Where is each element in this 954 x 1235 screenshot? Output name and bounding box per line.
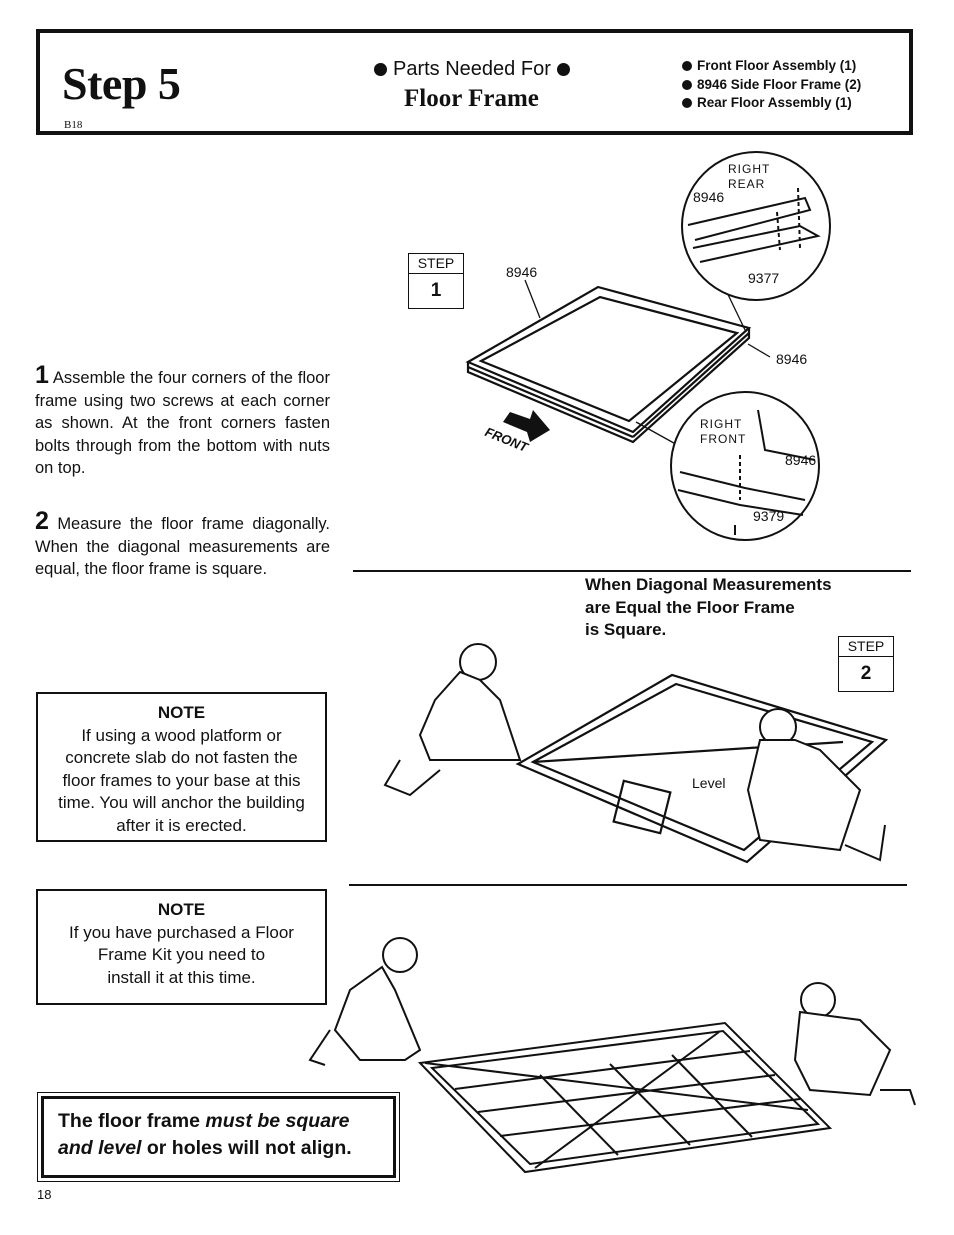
- bullet-icon: [556, 63, 570, 77]
- instruction-text: Measure the floor frame diagonally. When…: [35, 515, 330, 578]
- step-2-box: STEP 2: [838, 636, 894, 692]
- rear-detail-label-line2: REAR: [728, 177, 766, 191]
- step-1-box: STEP 1: [408, 253, 464, 309]
- note-line: If using a wood platform or: [81, 725, 282, 745]
- note-line: floor frames to your base at this: [62, 770, 301, 790]
- parts-list-item: Rear Floor Assembly (1): [682, 94, 861, 113]
- worker-left-illustration: [308, 937, 422, 1066]
- figure-2-caption: When Diagonal Measurements are Equal the…: [585, 575, 832, 639]
- note-line: time. You will anchor the building: [58, 793, 305, 812]
- front-detail-label-line1: RIGHT: [700, 417, 743, 431]
- step-title: Step 5: [62, 58, 181, 109]
- page-number: 18: [37, 1187, 52, 1202]
- bullet-icon: [682, 98, 692, 109]
- warning-text: The floor frame must be square and level…: [41, 1096, 396, 1178]
- front-corner-detail: [670, 391, 820, 541]
- parts-list-item: Front Floor Assembly (1): [682, 57, 861, 76]
- front-detail-part-b: 9379: [753, 508, 785, 524]
- note-title: NOTE: [157, 900, 206, 919]
- step-header: Step 5 B18 Parts Needed For Floor Frame …: [36, 29, 913, 135]
- parts-list: Front Floor Assembly (1) 8946 Side Floor…: [682, 57, 861, 113]
- rear-detail-part-b: 9377: [748, 270, 780, 286]
- instruction-number: 1: [35, 361, 49, 389]
- bullet-icon: [682, 61, 692, 72]
- level-label: Level: [692, 775, 726, 791]
- parts-needed-label: Parts Needed For: [368, 58, 576, 81]
- bullet-icon: [682, 79, 692, 90]
- front-detail-label-line2: FRONT: [700, 432, 747, 446]
- instruction-2: 2 Measure the floor frame diagonally. Wh…: [35, 507, 330, 581]
- note-box-floor-kit: NOTE If you have purchased a Floor Frame…: [36, 889, 327, 1005]
- front-arrow-icon: [503, 410, 550, 442]
- note-line: after it is erected.: [116, 815, 247, 835]
- worker-left-illustration: [383, 643, 522, 797]
- note-line: install it at this time.: [107, 967, 256, 987]
- note-line: Frame Kit you need to: [97, 945, 266, 964]
- bullet-icon: [374, 63, 387, 77]
- rear-detail-part-a: 8946: [693, 189, 725, 205]
- worker-right-illustration: [793, 982, 916, 1106]
- part-label-right: 8946: [776, 351, 808, 367]
- front-detail-part-a: 8946: [785, 452, 817, 468]
- note-box-platform: NOTE If using a wood platform or concret…: [36, 692, 327, 842]
- parts-list-item: 8946 Side Floor Frame (2): [682, 76, 861, 95]
- rear-corner-detail: [681, 151, 831, 301]
- note-title: NOTE: [157, 703, 206, 722]
- part-label-left: 8946: [506, 264, 538, 280]
- figure-code: B18: [64, 119, 83, 131]
- note-line: If you have purchased a Floor: [69, 922, 294, 942]
- instruction-1: 1 Assemble the four corners of the floor…: [35, 361, 330, 480]
- instruction-text: Assemble the four corners of the floor f…: [35, 369, 330, 477]
- rear-detail-label-line1: RIGHT: [728, 162, 771, 176]
- note-line: concrete slab do not fasten the: [65, 748, 298, 767]
- instruction-number: 2: [35, 507, 49, 535]
- warning-box: The floor frame must be square and level…: [37, 1092, 400, 1182]
- worker-right-illustration: [746, 708, 886, 862]
- parts-needed-for: Floor Frame: [404, 85, 539, 112]
